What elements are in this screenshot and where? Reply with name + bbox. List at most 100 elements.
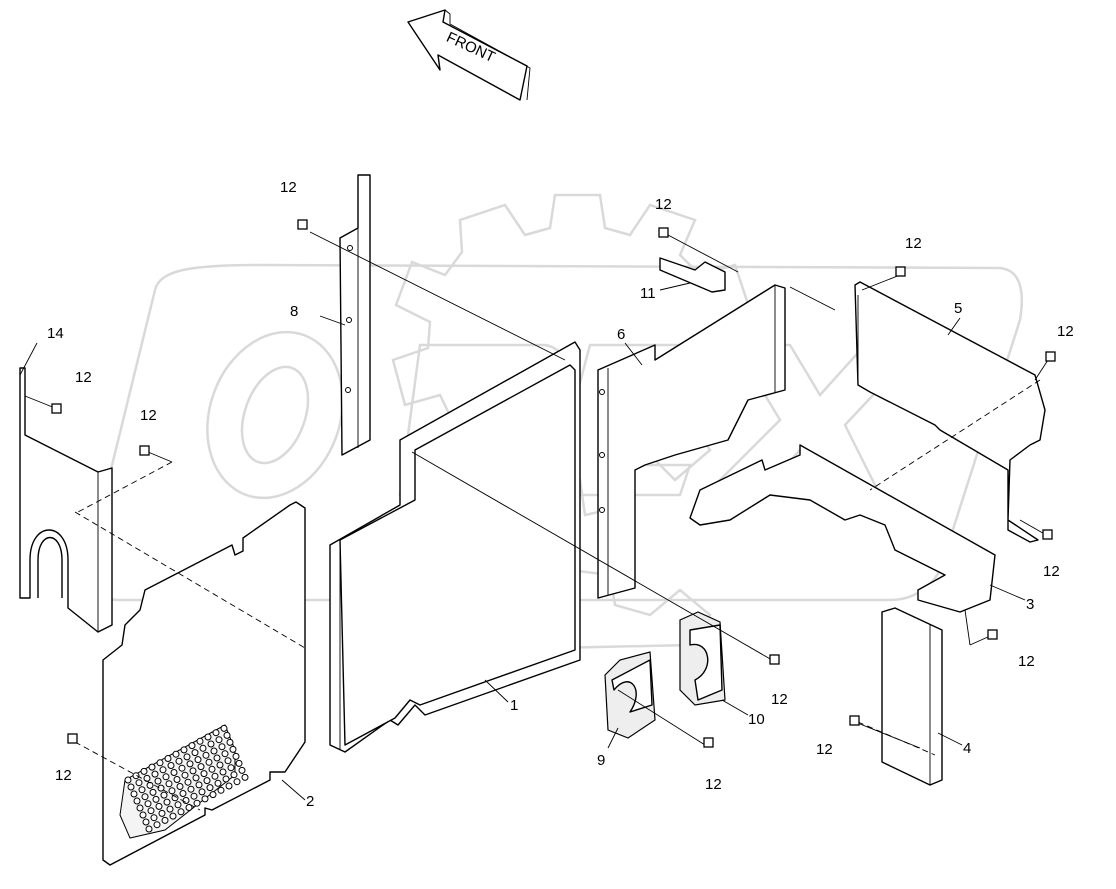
grille-hole [226,738,234,746]
grille-hole [157,784,165,792]
grille-hole [190,792,198,800]
bolt-icon [895,266,906,277]
grille-hole [142,818,150,826]
label-bolt-12: 12 [1043,563,1060,580]
grille-hole [205,758,213,766]
grille-hole [187,785,195,793]
grille-hole [184,778,192,786]
grille-hole [215,736,223,744]
grille-hole [136,804,144,812]
grille-hole [193,799,201,807]
grille-hole [229,745,237,753]
grille-hole [196,737,204,745]
grille-hole [169,812,177,820]
grille-hole [160,791,168,799]
grille-hole [174,801,182,809]
bolt-icon [1045,351,1056,362]
grille-hole [181,771,189,779]
grille-hole [124,776,132,784]
label-bolt-12: 12 [905,235,922,252]
grille-hole [163,798,171,806]
grille-hole [241,773,249,781]
grille-hole [218,743,226,751]
part-6-bracket [597,284,786,599]
label-part-4: 4 [963,740,971,757]
part-1-main-panel [329,341,581,753]
grille-hole [172,750,180,758]
label-bolt-12: 12 [705,776,722,793]
grille-hole [159,766,167,774]
grille-hole [211,772,219,780]
part-14-cover [19,367,113,633]
grille-hole [141,793,149,801]
grille-hole [167,762,175,769]
label-bolt-12: 12 [1057,323,1074,340]
label-part-3: 3 [1026,596,1034,613]
grille-hole [223,731,231,739]
grille-hole [204,733,212,741]
grille-hole [178,764,186,772]
grille-hole [197,763,205,771]
grille-hole [195,781,203,789]
grille-hole [173,776,181,783]
label-part-2: 2 [306,793,314,810]
label-bolt-12: 12 [75,369,92,386]
grille-hole [177,808,185,816]
bolt-labels: 12 12 12 12 12 12 12 12 12 12 12 12 [55,179,1074,793]
label-bolt-12: 12 [140,407,157,424]
grille-hole [166,805,174,813]
label-part-9: 9 [597,752,605,769]
grille-hole [175,757,183,765]
part-5-panel [854,281,1046,543]
grille-hole [161,816,169,824]
part-labels: 1 2 3 4 5 6 8 9 10 11 14 [47,285,1034,810]
grille-hole [198,788,206,796]
grille-hole [220,724,228,732]
grille-hole [179,790,187,797]
grille-hole [224,757,232,765]
bolt-icon [987,629,998,640]
grille-hole [206,784,214,792]
grille-hole [233,778,241,786]
grille-hole [147,807,155,815]
bolt-icon [51,403,62,414]
grille-hole [222,775,230,783]
grille-hole [153,821,161,829]
grille-hole [183,753,191,761]
grille-hole [194,756,202,764]
grille-hole [221,750,229,758]
bolt-icon [1042,529,1053,540]
grille-hole [168,787,176,795]
label-part-14: 14 [47,325,64,342]
part-8-strip [339,174,371,456]
grille-hole [151,770,159,778]
bolt-icon [658,227,669,238]
label-bolt-12: 12 [655,196,672,213]
grille-hole [133,797,141,805]
label-bolt-12: 12 [771,691,788,708]
grille-hole [180,746,188,754]
bolt-icon [139,445,150,456]
grille-hole [189,767,197,775]
bolt-icon [849,715,860,726]
grille-hole [149,788,157,796]
grille-hole [155,802,163,810]
part-3-frame [689,444,996,613]
part-11-bracket [659,257,726,293]
bolt-icon [703,737,714,748]
bolt-icon [297,219,308,230]
grille-hole [217,786,225,794]
grille-hole [238,766,246,774]
grille-hole [227,764,235,772]
grille-hole [154,777,162,785]
label-part-8: 8 [290,303,298,320]
grille-hole [202,751,210,759]
grille-hole [232,752,240,760]
grille-hole [170,769,178,776]
part-4-plate [881,607,943,786]
label-bolt-12: 12 [280,179,297,196]
grille-hole [176,783,184,790]
bolts [51,219,1056,748]
leader-lines [24,231,1049,811]
label-part-11: 11 [640,285,656,302]
